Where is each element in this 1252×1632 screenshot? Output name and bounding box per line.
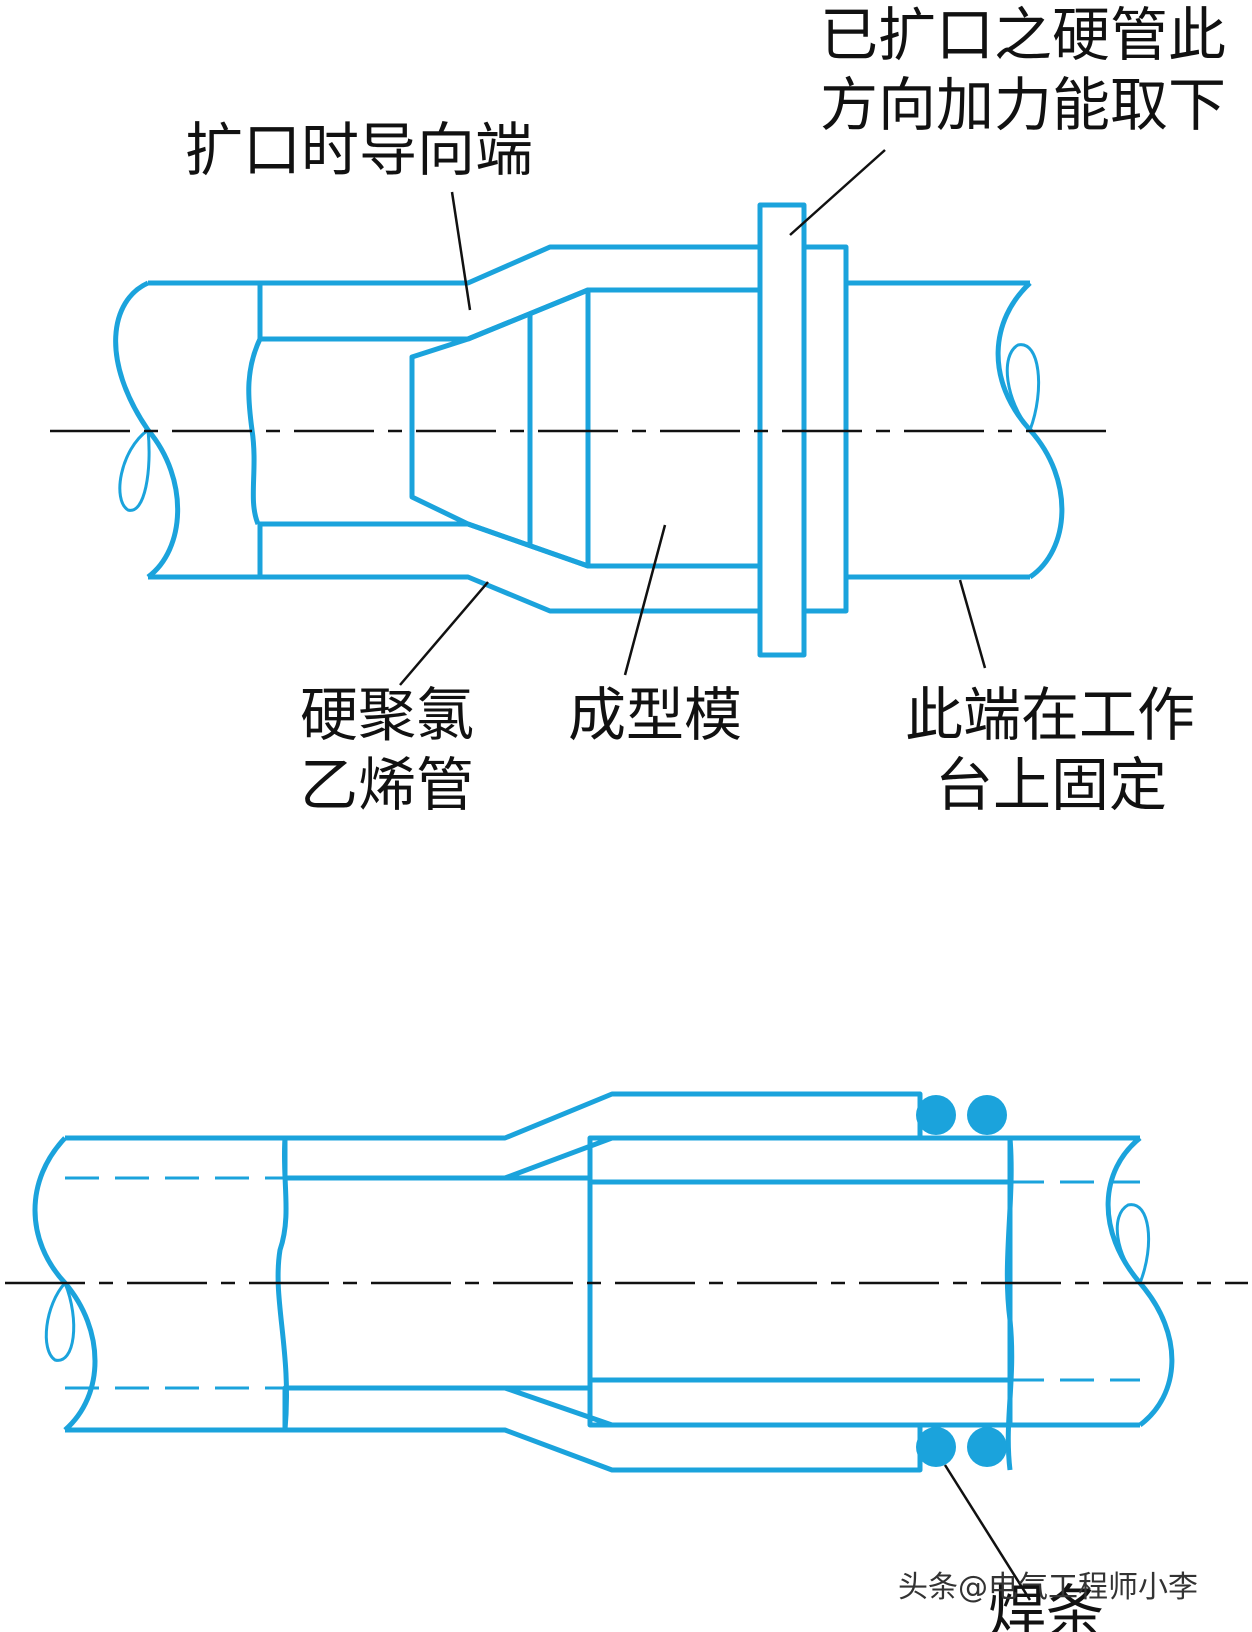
- weld-bead-top-1: [916, 1095, 956, 1135]
- mold-shaft-break-right-inner: [1005, 343, 1041, 431]
- left-pipe-outer: [65, 1135, 285, 1433]
- pvc-pipe-outer: [148, 280, 260, 580]
- inserted-pipe-upper-wall: [587, 1135, 1013, 1185]
- mold-shaft: [846, 280, 1030, 580]
- label-forming-mold: 成型模: [568, 681, 742, 749]
- forming-mold-body: [585, 287, 763, 569]
- leader-guide-end: [450, 191, 472, 311]
- top-flaring-figure: 扩口时导向端 已扩口之硬管此 方向加力能取下 硬聚氯 乙烯管 成型模 此端在工作…: [50, 1, 1226, 819]
- inserted-pipe-bore: [587, 1179, 1013, 1383]
- label-fixed-end-line2: 台上固定: [935, 751, 1167, 819]
- leader-fixed-end: [958, 579, 987, 669]
- bottom-socket-weld-figure: 焊条: [5, 1091, 1248, 1632]
- left-pipe-bore-dashed: [65, 1176, 285, 1390]
- pvc-pipe-break-left-inner: [118, 428, 151, 512]
- leader-weld-rod: [943, 1464, 1032, 1601]
- weld-bead-bottom-2: [967, 1427, 1007, 1467]
- flared-pipe-lower-wall: [282, 1385, 923, 1473]
- leader-forming-mold: [623, 524, 667, 676]
- label-pull-direction-line2: 方向加力能取下: [820, 71, 1226, 139]
- label-pull-direction-line1: 已扩口之硬管此: [820, 1, 1226, 69]
- label-weld-rod: 焊条: [988, 1578, 1104, 1632]
- left-pipe-break-inner: [44, 1281, 76, 1362]
- right-pipe-break-inner: [1115, 1203, 1151, 1284]
- inserted-pipe-lower-wall: [587, 1377, 1013, 1428]
- right-pipe-bore-dashed: [1010, 1180, 1140, 1382]
- weld-bead-top-2: [967, 1095, 1007, 1135]
- label-guide-end: 扩口时导向端: [185, 116, 533, 184]
- weld-bead-bottom-1: [916, 1427, 956, 1467]
- mold-flange-plate-right: [801, 244, 849, 614]
- label-pvc-pipe-line1: 硬聚氯: [300, 681, 474, 749]
- leader-pvc-pipe: [399, 581, 489, 686]
- label-fixed-end-line1: 此端在工作: [905, 681, 1195, 749]
- inserted-pipe-end-edge: [1004, 1137, 1015, 1471]
- watermark-text: 头条@电气工程师小李: [898, 1570, 1198, 1605]
- leader-pull-direction: [789, 149, 886, 236]
- right-pipe-outer: [1010, 1135, 1140, 1428]
- label-pvc-pipe-line2: 乙烯管: [300, 751, 474, 819]
- pvc-pipe-upper-wall: [257, 244, 763, 342]
